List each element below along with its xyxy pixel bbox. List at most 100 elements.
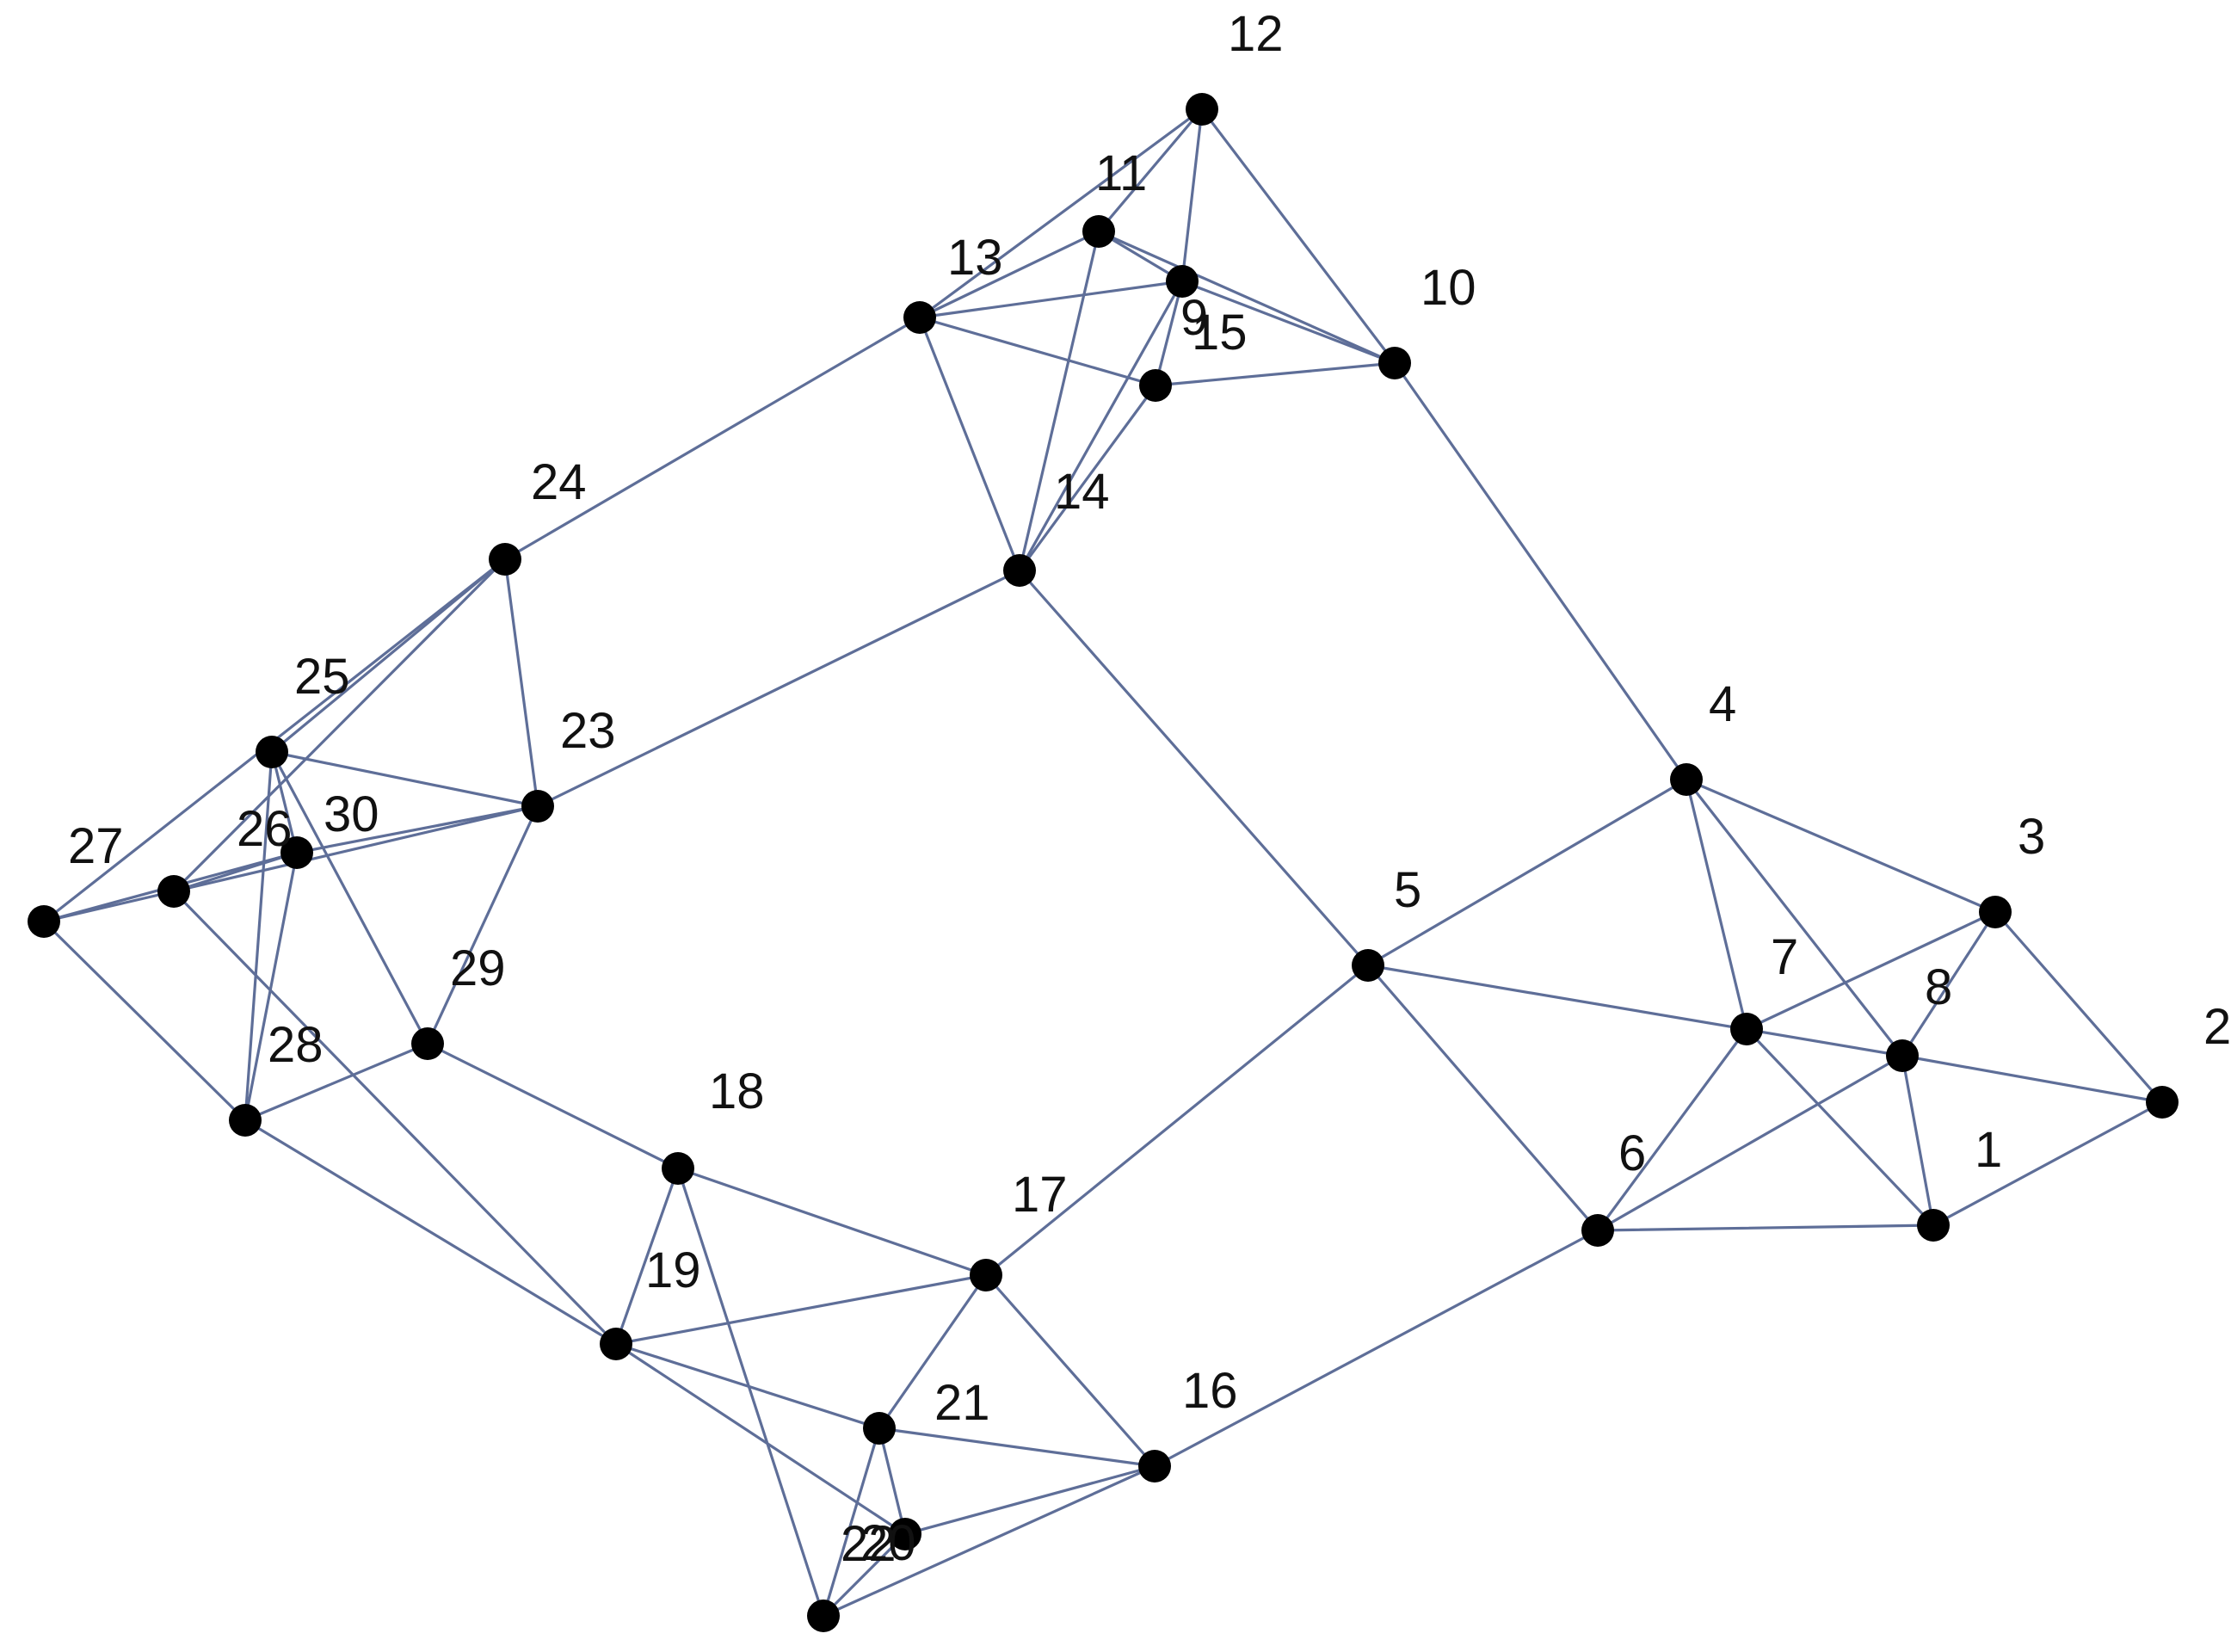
edge-5-14: [1018, 569, 1370, 967]
node-label-27: 27: [68, 818, 124, 874]
edge-19-20: [614, 1342, 907, 1536]
edge-14-15: [1018, 384, 1157, 572]
node-8: [1886, 1039, 1919, 1072]
edge-25-26: [270, 750, 299, 854]
edge-2-8: [1901, 1054, 2164, 1104]
edge-12-13: [918, 108, 1204, 319]
edge-17-18: [676, 1167, 988, 1277]
node-25: [256, 736, 288, 768]
node-17: [970, 1259, 1002, 1291]
edge-1-2: [1932, 1100, 2164, 1227]
edge-23-30: [172, 804, 539, 893]
edge-23-25: [270, 750, 539, 808]
edge-23-24: [503, 558, 539, 808]
edge-9-13: [918, 280, 1184, 319]
edge-9-15: [1154, 280, 1184, 387]
edge-4-8: [1685, 778, 1904, 1057]
edge-18-19: [614, 1167, 680, 1346]
edge-16-22: [822, 1464, 1156, 1618]
node-10: [1378, 347, 1411, 379]
node-24: [489, 543, 521, 576]
node-label-1: 1: [1975, 1122, 2002, 1178]
edge-6-7: [1596, 1027, 1748, 1232]
edge-27-28: [42, 920, 247, 1122]
node-label-19: 19: [645, 1242, 701, 1298]
node-28: [229, 1104, 262, 1137]
node-label-23: 23: [560, 703, 616, 759]
node-2: [2146, 1086, 2179, 1119]
node-label-8: 8: [1925, 959, 1952, 1015]
node-label-9: 9: [1180, 290, 1208, 346]
node-16: [1138, 1450, 1171, 1482]
node-label-21: 21: [934, 1375, 990, 1431]
node-label-13: 13: [947, 230, 1003, 286]
edge-13-15: [918, 316, 1157, 387]
node-13: [903, 301, 936, 334]
node-label-17: 17: [1012, 1167, 1068, 1223]
edge-27-30: [42, 890, 176, 923]
edge-6-8: [1596, 1054, 1904, 1232]
edge-9-10: [1180, 280, 1396, 365]
node-9: [1166, 265, 1199, 298]
node-4: [1670, 763, 1703, 796]
edge-28-29: [243, 1042, 429, 1122]
edge-10-12: [1200, 108, 1396, 365]
node-label-2: 2: [2203, 999, 2231, 1055]
edge-17-19: [614, 1273, 988, 1346]
node-label-12: 12: [1228, 6, 1284, 62]
edge-19-30: [172, 890, 618, 1346]
edge-5-17: [984, 964, 1370, 1277]
edge-1-8: [1901, 1054, 1935, 1227]
edge-19-28: [243, 1119, 618, 1346]
nodes-layer: [28, 93, 2179, 1632]
node-11: [1082, 215, 1115, 248]
edge-13-24: [503, 316, 921, 561]
node-26: [280, 836, 313, 869]
node-label-14: 14: [1054, 464, 1110, 520]
node-12: [1186, 93, 1218, 126]
edge-4-5: [1366, 778, 1688, 967]
edge-13-14: [918, 316, 1021, 572]
edge-1-7: [1745, 1027, 1935, 1227]
edge-9-12: [1180, 108, 1204, 283]
node-label-25: 25: [294, 649, 350, 705]
node-label-20: 20: [860, 1515, 916, 1571]
edge-23-29: [426, 804, 539, 1045]
node-label-18: 18: [709, 1063, 765, 1119]
edge-16-20: [903, 1464, 1156, 1536]
edge-21-22: [822, 1427, 881, 1618]
edge-11-12: [1097, 108, 1204, 233]
edge-5-6: [1366, 964, 1599, 1232]
node-label-28: 28: [268, 1017, 324, 1073]
edge-17-21: [878, 1273, 988, 1430]
edge-4-7: [1685, 778, 1748, 1031]
edge-24-30: [172, 558, 507, 893]
node-30: [157, 875, 190, 908]
edge-25-28: [243, 750, 274, 1122]
node-18: [662, 1152, 694, 1185]
node-27: [28, 905, 60, 938]
edge-16-21: [878, 1427, 1156, 1468]
node-29: [411, 1027, 444, 1060]
edge-9-14: [1018, 280, 1184, 572]
edge-6-16: [1153, 1229, 1599, 1468]
edge-18-22: [676, 1167, 825, 1618]
edge-3-8: [1901, 910, 1997, 1057]
edge-11-14: [1018, 230, 1100, 572]
node-label-30: 30: [324, 786, 379, 842]
node-label-15: 15: [1192, 305, 1248, 361]
node-22: [807, 1600, 840, 1632]
edge-4-10: [1393, 361, 1688, 781]
node-14: [1003, 554, 1036, 587]
edge-1-6: [1596, 1224, 1935, 1232]
node-label-7: 7: [1771, 929, 1798, 985]
node-1: [1917, 1209, 1950, 1242]
node-label-29: 29: [450, 940, 506, 996]
edge-11-13: [918, 230, 1100, 319]
edge-5-8: [1366, 964, 1904, 1057]
node-label-10: 10: [1421, 260, 1476, 316]
edge-26-28: [243, 851, 299, 1122]
edge-10-11: [1097, 230, 1396, 365]
node-label-24: 24: [531, 454, 587, 510]
